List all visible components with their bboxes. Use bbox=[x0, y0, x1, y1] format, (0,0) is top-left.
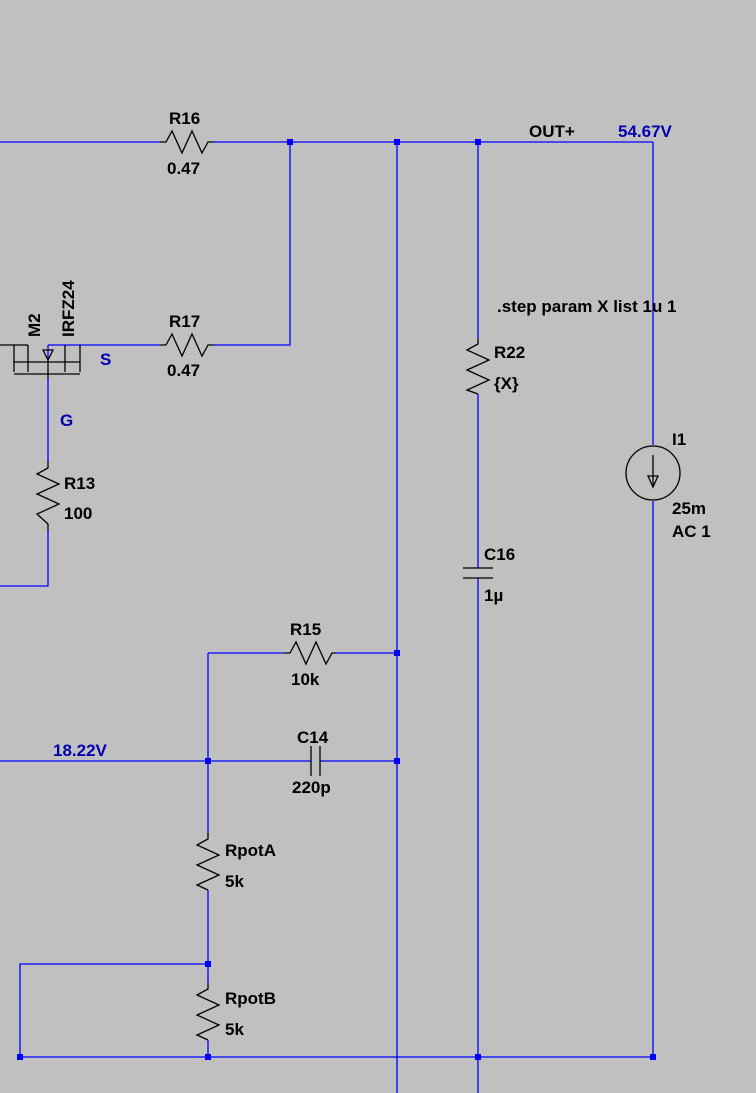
junction-dot bbox=[205, 961, 211, 967]
c16-value: 1µ bbox=[484, 586, 503, 605]
junction-dot bbox=[394, 758, 400, 764]
pin-g-label: G bbox=[60, 411, 73, 430]
c14-value: 220p bbox=[292, 778, 331, 797]
resistor-r17[interactable]: R17 0.47 bbox=[160, 312, 214, 380]
r15-ref: R15 bbox=[290, 620, 321, 639]
rpota-value: 5k bbox=[225, 872, 244, 891]
junction-dot bbox=[205, 758, 211, 764]
r17-value: 0.47 bbox=[167, 361, 200, 380]
junction-dot bbox=[394, 139, 400, 145]
wires bbox=[0, 141, 654, 1093]
mosfet-ref: M2 bbox=[25, 313, 44, 337]
r17-ref: R17 bbox=[169, 312, 200, 331]
junction-dot bbox=[205, 1054, 211, 1060]
junction-dot bbox=[287, 139, 293, 145]
rpotb-ref: RpotB bbox=[225, 989, 276, 1008]
out-net-label: OUT+ bbox=[529, 122, 575, 141]
i1-value: 25m bbox=[672, 499, 706, 518]
resistor-r16[interactable]: R16 0.47 bbox=[160, 109, 214, 178]
step-directive[interactable]: .step param X list 1u 1 bbox=[497, 297, 677, 316]
resistor-rpotb[interactable]: RpotB 5k bbox=[195, 983, 276, 1041]
capacitor-c14[interactable]: C14 220p bbox=[292, 728, 331, 797]
r13-ref: R13 bbox=[64, 474, 95, 493]
i1-ref: I1 bbox=[672, 430, 686, 449]
resistor-r13[interactable]: R13 100 bbox=[35, 462, 95, 530]
mosfet-m2[interactable]: M2 IRFZ24 S G bbox=[0, 280, 111, 430]
junction-dot bbox=[475, 1054, 481, 1060]
c16-ref: C16 bbox=[484, 545, 515, 564]
r22-value: {X} bbox=[494, 374, 519, 393]
c14-ref: C14 bbox=[297, 728, 329, 747]
out-voltage-label: 54.67V bbox=[618, 122, 673, 141]
r16-value: 0.47 bbox=[167, 159, 200, 178]
resistor-rpota[interactable]: RpotA 5k bbox=[195, 833, 276, 891]
i1-ac: AC 1 bbox=[672, 522, 711, 541]
rpota-ref: RpotA bbox=[225, 841, 276, 860]
junction-dot bbox=[475, 139, 481, 145]
junction-dot bbox=[17, 1054, 23, 1060]
resistor-r22[interactable]: R22 {X} bbox=[465, 338, 525, 395]
junction-dot bbox=[394, 650, 400, 656]
r22-ref: R22 bbox=[494, 343, 525, 362]
resistor-r15[interactable]: R15 10k bbox=[284, 620, 336, 689]
mid-voltage-label: 18.22V bbox=[53, 741, 108, 760]
junction-dot bbox=[650, 1054, 656, 1060]
pin-s-label: S bbox=[100, 350, 111, 369]
junction-dots bbox=[17, 139, 656, 1060]
current-source-i1[interactable]: I1 25m AC 1 bbox=[625, 430, 711, 541]
capacitor-c16[interactable]: C16 1µ bbox=[463, 545, 515, 605]
r16-ref: R16 bbox=[169, 109, 200, 128]
r13-value: 100 bbox=[64, 504, 92, 523]
rpotb-value: 5k bbox=[225, 1020, 244, 1039]
r15-value: 10k bbox=[291, 670, 320, 689]
mosfet-model: IRFZ24 bbox=[59, 280, 78, 337]
